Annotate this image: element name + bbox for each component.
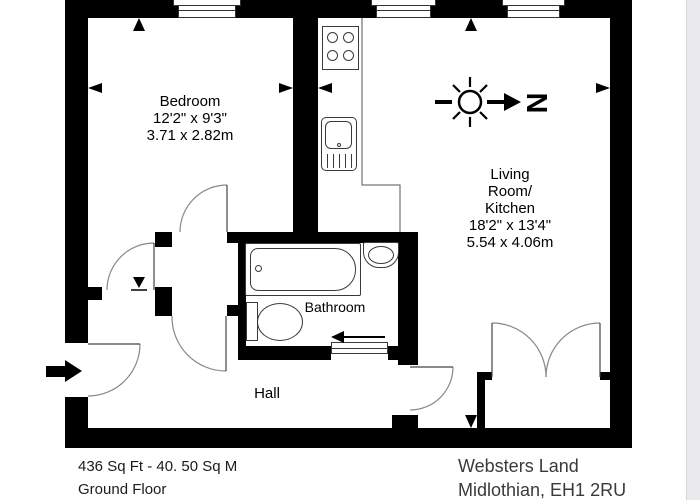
entry-arrow-icon — [46, 366, 65, 377]
burner-icon — [327, 50, 338, 61]
door-swing-icon — [87, 343, 141, 397]
sink-drain — [337, 143, 341, 147]
living-room-label-line3: Kitchen — [484, 200, 536, 217]
window-frame-line — [508, 10, 559, 11]
stove-icon — [322, 26, 359, 70]
sill-line — [332, 348, 387, 349]
footer-floor: Ground Floor — [78, 481, 167, 498]
bathroom-entry-arrowhead — [331, 331, 344, 343]
bedroom-label: Bedroom — [159, 93, 221, 110]
bathtub-icon — [245, 243, 361, 296]
wall-french-door-nub-left — [485, 372, 492, 380]
kitchen-sink-icon — [321, 117, 357, 171]
door-swing-icon — [106, 242, 155, 291]
wall-bathroom-right — [398, 232, 418, 365]
basin-bowl — [368, 246, 394, 264]
drainer-line — [333, 154, 334, 168]
hall-label: Hall — [254, 385, 280, 402]
wall-french-door-post — [477, 372, 485, 428]
footer-address-line2: Midlothian, EH1 2RU — [458, 480, 627, 500]
page-edge-strip — [686, 0, 700, 500]
drainer-line — [339, 154, 340, 168]
bathroom-label: Bathroom — [304, 299, 366, 315]
window-sill-bedroom — [173, 0, 241, 6]
wall-hall-vertical-lower — [155, 287, 172, 316]
measure-marker — [133, 18, 145, 31]
living-room-label-line1: Living — [490, 166, 530, 183]
burner-icon — [343, 32, 354, 43]
wall-right — [610, 0, 632, 448]
wall-bathroom-top — [238, 232, 418, 243]
wall-bathroom-bottom-left — [238, 346, 331, 360]
sun-ray — [479, 84, 488, 93]
entry-arrowhead — [65, 360, 82, 382]
sun-ray — [452, 111, 461, 120]
drainer-line — [327, 154, 328, 168]
wall-hall-living-stub — [392, 415, 418, 428]
sun-ray — [452, 84, 461, 93]
measure-marker — [279, 83, 293, 93]
door-swing-icon — [491, 322, 547, 378]
window-sill-kitchen — [371, 0, 436, 6]
drainer-line — [351, 154, 352, 168]
bathroom-door-sill — [331, 342, 388, 354]
wall-bathroom-bottom-right — [388, 346, 418, 360]
living-room-label-line2: Room/ — [487, 183, 533, 200]
wall-bathroom-left — [238, 232, 246, 360]
kitchen-counter-line — [361, 18, 401, 232]
bathtub-drain — [255, 265, 262, 272]
living-room-dimensions-metric: 5.54 x 4.06m — [466, 234, 554, 251]
measure-marker — [465, 18, 477, 31]
wall-hall-vertical-upper — [155, 232, 172, 247]
window-frame-line — [377, 10, 430, 11]
wall-bottom — [65, 428, 632, 448]
door-swing-icon — [545, 322, 601, 378]
measure-marker — [596, 83, 610, 93]
bathtub-inner — [250, 248, 356, 291]
toilet-bowl — [257, 303, 303, 341]
living-room-dimensions-imperial: 18'2" x 13'4" — [468, 217, 552, 234]
wall-bedroom-kitchen-divider — [293, 0, 318, 243]
door-swing-icon — [171, 315, 227, 372]
burner-icon — [343, 50, 354, 61]
drainer-line — [345, 154, 346, 168]
wall-french-door-nub-right — [600, 372, 610, 380]
measure-marker — [133, 277, 145, 288]
door-swing-icon — [179, 184, 228, 233]
wall-left-upper — [65, 0, 88, 343]
footer-address-line1: Websters Land — [458, 456, 579, 476]
wall-cupboard-stub — [88, 287, 102, 300]
burner-icon — [327, 32, 338, 43]
window-sill-living — [502, 0, 565, 6]
measure-marker — [318, 83, 332, 93]
north-letter: N — [520, 92, 553, 114]
window-frame-line — [179, 10, 235, 11]
basin-icon — [363, 242, 399, 268]
bedroom-dimensions-metric: 3.71 x 2.82m — [146, 127, 234, 144]
measure-marker — [88, 83, 102, 93]
door-swing-icon — [409, 366, 454, 411]
north-arrowhead — [504, 93, 521, 111]
bedroom-dimensions-imperial: 12'2" x 9'3" — [153, 110, 227, 127]
measure-marker — [465, 415, 477, 428]
north-sun-icon — [457, 89, 483, 115]
sun-ray — [479, 111, 488, 120]
footer-area: 436 Sq Ft - 40. 50 Sq M — [78, 458, 238, 475]
